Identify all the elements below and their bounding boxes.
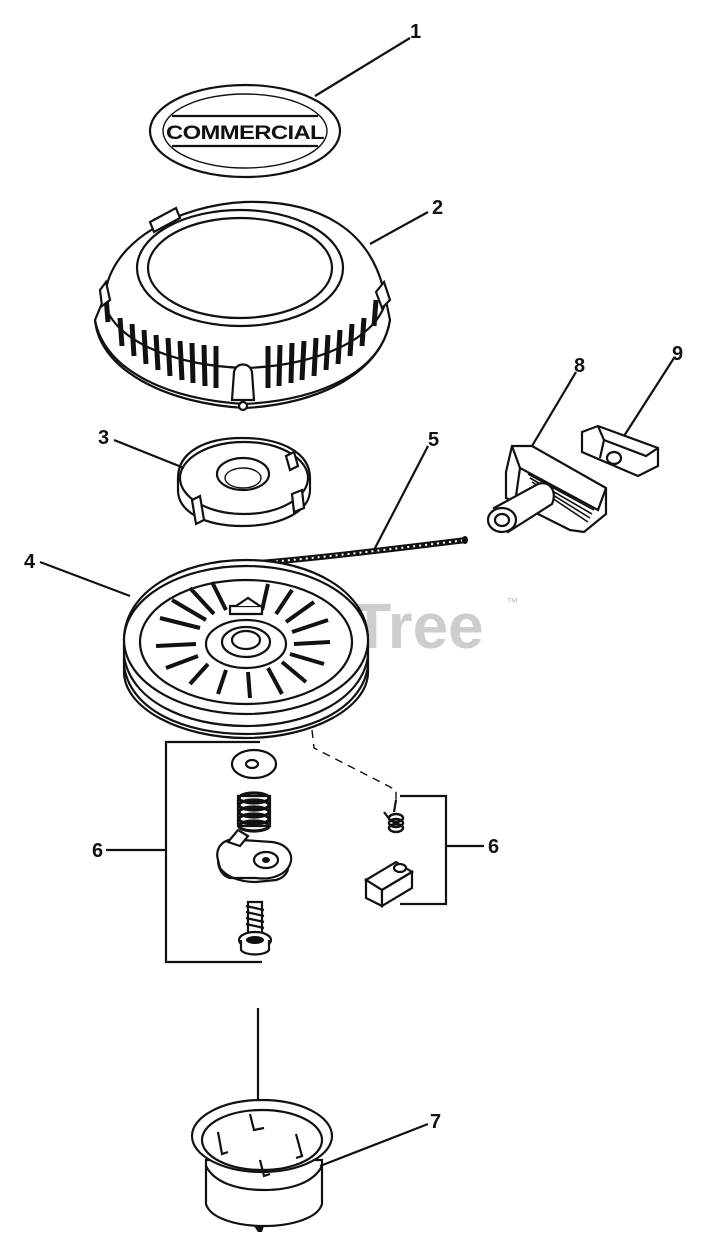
badge-label: COMMERCIAL (166, 123, 325, 144)
part-5-starter-rope[interactable] (257, 536, 468, 566)
callout-4: 4 (24, 551, 36, 573)
callout-6-right: 6 (488, 836, 499, 858)
callout-9: 9 (672, 343, 683, 365)
part-8-starter-handle[interactable] (486, 444, 608, 534)
part-6-pawl[interactable] (216, 828, 293, 884)
part-1-commercial-badge[interactable]: COMMERCIAL (148, 83, 342, 179)
part-9-handle-insert[interactable] (580, 424, 660, 478)
callout-1: 1 (410, 21, 421, 43)
part-6-small-pawl[interactable] (363, 860, 415, 908)
callout-6-left: 6 (92, 840, 103, 862)
part-3-retainer[interactable] (176, 436, 312, 528)
part-7-starter-cup[interactable] (190, 1008, 334, 1232)
part-6-spring[interactable] (236, 791, 272, 833)
callout-7: 7 (430, 1111, 441, 1133)
leader-lines (39, 37, 675, 1168)
part-6-small-spring[interactable] (383, 799, 405, 834)
part-4-pulley[interactable] (122, 558, 370, 740)
part-2-starter-housing[interactable] (93, 200, 392, 412)
callout-5: 5 (428, 429, 439, 451)
callout-8: 8 (574, 355, 585, 377)
callout-2: 2 (432, 197, 443, 219)
part-6-washer[interactable] (230, 748, 278, 780)
callouts: 1 2 3 4 5 6 6 7 8 9 (24, 21, 683, 1133)
part-6-right-group-bracket (311, 729, 448, 906)
part-6-screw[interactable] (237, 900, 273, 956)
part-6-left-group-bracket (164, 740, 262, 964)
callout-3: 3 (98, 427, 109, 449)
watermark-tm: ™ (506, 595, 518, 609)
